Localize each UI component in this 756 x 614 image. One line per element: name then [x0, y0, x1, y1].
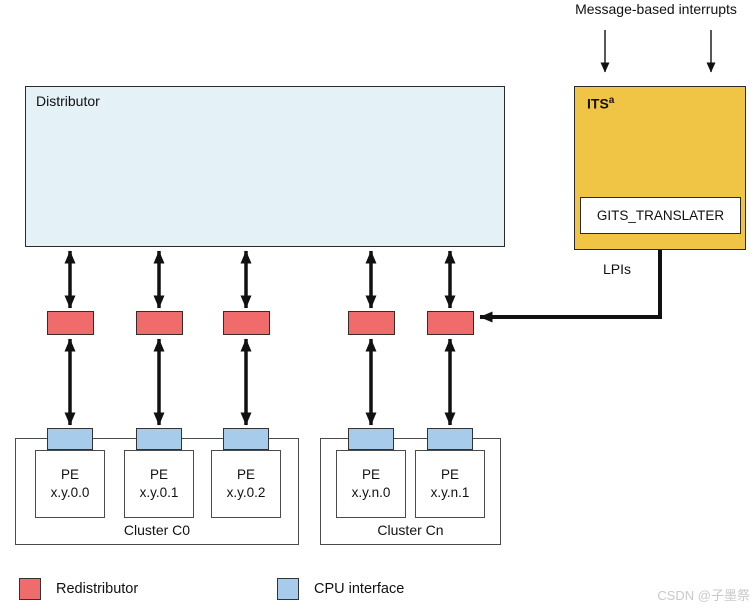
- cpu-interface-box: [136, 428, 182, 450]
- cluster-cn-box: Cluster Cn: [320, 438, 501, 545]
- redistributor-box: [348, 311, 395, 335]
- redistributor-box: [427, 311, 474, 335]
- message-based-interrupts-label: Message-based interrupts: [575, 1, 737, 17]
- cpu-interface-box: [47, 428, 93, 450]
- legend-cpu-interface-label: CPU interface: [314, 581, 405, 597]
- gits-translater-label: GITS_TRANSLATER: [596, 208, 725, 223]
- distributor-box: Distributor: [25, 86, 505, 247]
- cluster-c0-label: Cluster C0: [123, 522, 191, 538]
- distributor-redistributor-arrows: [64, 250, 456, 309]
- pe-name: PE: [236, 466, 255, 482]
- gits-translater-box: GITS_TRANSLATER: [580, 197, 741, 234]
- redistributor-cpu-arrows: [64, 338, 456, 426]
- pe-id: x.y.0.1: [139, 485, 179, 500]
- pe-id: x.y.n.0: [351, 485, 391, 500]
- lpi-elbow-arrow: [479, 250, 662, 323]
- pe-name: PE: [361, 466, 380, 482]
- pe-box: PE x.y.n.0: [336, 450, 406, 518]
- pe-box: PE x.y.0.2: [211, 450, 281, 518]
- redistributor-box: [136, 311, 183, 335]
- distributor-label: Distributor: [36, 93, 100, 109]
- lpis-label: LPIs: [603, 261, 632, 277]
- cpu-interface-box: [427, 428, 473, 450]
- pe-name: PE: [60, 466, 79, 482]
- redistributor-box: [223, 311, 270, 335]
- legend: Redistributor CPU interface: [0, 576, 756, 606]
- pe-name: PE: [149, 466, 168, 482]
- redistributor-swatch: [19, 578, 41, 600]
- cluster-cn-label: Cluster Cn: [377, 522, 444, 538]
- cpu-interface-swatch: [277, 578, 299, 600]
- pe-id: x.y.n.1: [430, 485, 470, 500]
- legend-item-cpu-interface: CPU interface: [277, 578, 404, 600]
- pe-id: x.y.0.0: [50, 485, 90, 500]
- message-interrupt-arrows: [600, 30, 716, 73]
- redistributor-box: [47, 311, 94, 335]
- pe-box: PE x.y.0.1: [124, 450, 194, 518]
- pe-box: PE x.y.0.0: [35, 450, 105, 518]
- pe-box: PE x.y.n.1: [415, 450, 485, 518]
- its-footnote-superscript: a: [608, 95, 615, 106]
- legend-item-redistributor: Redistributor: [19, 578, 138, 600]
- cpu-interface-box: [348, 428, 394, 450]
- legend-redistributor-label: Redistributor: [56, 581, 139, 597]
- its-label: ITS: [587, 95, 609, 112]
- cpu-interface-box: [223, 428, 269, 450]
- pe-name: PE: [440, 466, 459, 482]
- watermark-text: CSDN @子墨祭: [657, 588, 750, 603]
- pe-id: x.y.0.2: [226, 485, 266, 500]
